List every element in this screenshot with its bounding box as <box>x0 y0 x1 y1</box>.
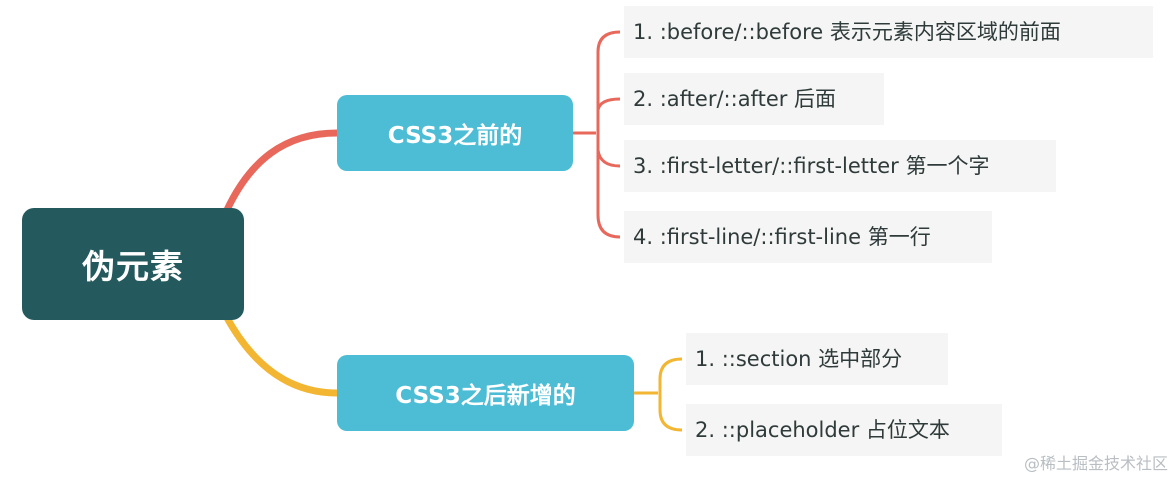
connector-branch-2-spine <box>658 357 683 432</box>
leaf-node-first-line[interactable]: 4. :first-line/::first-line 第一行 <box>624 211 992 263</box>
connector-branch-1-spine <box>596 30 621 239</box>
connector-branch-1-leaf-2 <box>596 97 621 111</box>
branch-node-css3-before[interactable]: CSS3之前的 <box>337 95 573 171</box>
branch-node-css3-after[interactable]: CSS3之后新增的 <box>337 355 634 431</box>
connector-root-branch-2 <box>222 312 341 397</box>
connector-root-branch-1 <box>222 129 341 216</box>
leaf-node-section[interactable]: 1. ::section 选中部分 <box>686 333 948 385</box>
leaf-node-after[interactable]: 2. :after/::after 后面 <box>624 73 884 125</box>
leaf-node-before[interactable]: 1. :before/::before 表示元素内容区域的前面 <box>624 6 1153 58</box>
connector-branch-1-leaf-3 <box>596 149 621 168</box>
root-node[interactable]: 伪元素 <box>22 208 244 320</box>
leaf-node-first-letter[interactable]: 3. :first-letter/::first-letter 第一个字 <box>624 140 1056 192</box>
watermark: @稀土掘金技术社区 <box>1023 454 1168 473</box>
leaf-node-placeholder[interactable]: 2. ::placeholder 占位文本 <box>686 404 1002 456</box>
